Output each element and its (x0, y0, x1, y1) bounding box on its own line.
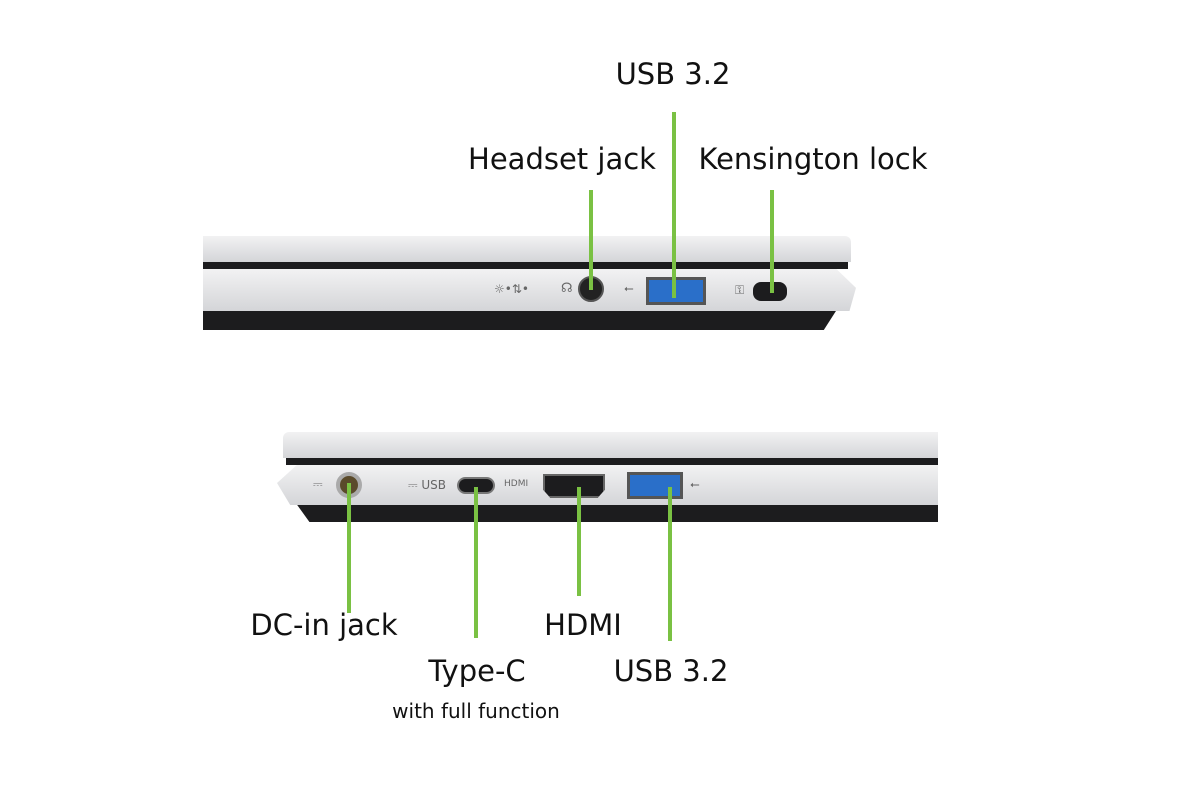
callout-usb-bottom (668, 487, 672, 641)
lid-gap (203, 262, 848, 269)
callout-usb-top (672, 112, 676, 298)
usb-icon: ⭠ (690, 477, 700, 491)
label-dc: DC-in jack (250, 608, 398, 642)
label-typec-sub: with full function (392, 699, 560, 723)
hdmi-port (543, 474, 605, 498)
callout-kensington (770, 190, 774, 293)
usb-port (627, 472, 683, 499)
callout-typec (474, 487, 478, 638)
callout-hdmi (577, 487, 581, 596)
usbc-icon: ⎓ USB (408, 478, 447, 492)
usb-icon: ⭠ (624, 281, 634, 295)
usb-port (646, 277, 706, 305)
lid-gap (286, 458, 938, 465)
power-light-icon: ☼•⇅• (494, 282, 529, 296)
label-usb-top: USB 3.2 (615, 57, 731, 91)
base (277, 465, 938, 505)
lid (203, 236, 851, 262)
dc-icon: ⎓ (313, 477, 323, 491)
headset-icon: ☊ (561, 281, 573, 296)
lid (283, 432, 938, 458)
callout-dc (347, 483, 351, 613)
lock-icon: ⚿ (735, 283, 745, 297)
callout-headset (589, 190, 593, 290)
label-kensington: Kensington lock (698, 142, 928, 176)
label-hdmi: HDMI (544, 608, 622, 642)
label-usb-bottom: USB 3.2 (613, 654, 729, 688)
label-headset: Headset jack (468, 142, 656, 176)
base (203, 269, 856, 311)
hdmi-icon: HDMI (504, 479, 529, 489)
label-typec: Type-C (428, 654, 526, 688)
